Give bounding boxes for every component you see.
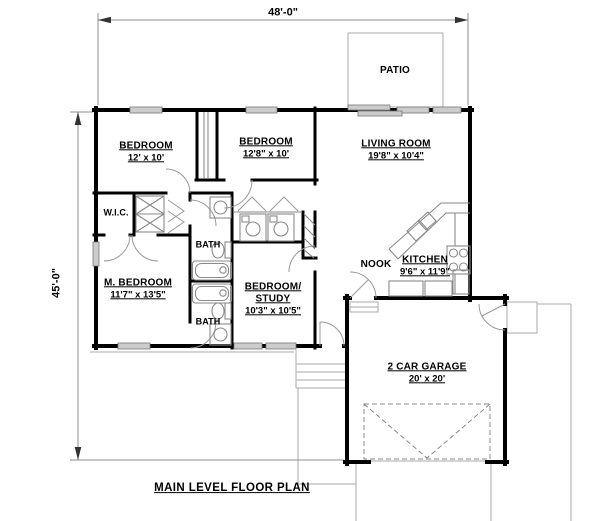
patio-slider-door — [357, 110, 403, 117]
dishwasher — [452, 269, 470, 295]
exterior-walls — [92, 106, 509, 466]
window — [265, 342, 297, 350]
bathtub — [191, 283, 233, 304]
base-cabinet — [424, 280, 453, 297]
door-arc — [349, 271, 377, 299]
washer — [239, 213, 267, 242]
window — [432, 106, 462, 114]
room-label-nook: NOOK — [360, 259, 392, 270]
door-arc — [165, 168, 191, 194]
bathtub — [191, 260, 233, 281]
dimension-top: 48'-0" — [268, 6, 298, 19]
room-label-bath-lower: BATH — [195, 316, 221, 327]
porch-steps — [295, 350, 346, 389]
dimension-lines — [70, 13, 469, 461]
closet-rod — [203, 112, 209, 178]
toilet-bowl — [211, 241, 225, 259]
door-arc — [189, 321, 217, 349]
door-arc — [131, 234, 159, 262]
garage-door — [363, 403, 491, 460]
stove — [446, 245, 471, 275]
dimension-arrows — [74, 16, 468, 460]
window — [396, 106, 430, 114]
site-lines — [90, 32, 572, 521]
toilet-tank — [224, 241, 232, 259]
room-label-bedroom2: BEDROOM 12'8" x 10' — [239, 136, 293, 160]
bifold-door — [167, 199, 185, 234]
door-arc — [189, 199, 217, 227]
windows — [92, 104, 462, 350]
window — [129, 106, 163, 114]
window — [117, 342, 151, 350]
front-door-arc — [319, 321, 345, 347]
kitchen-sink — [406, 211, 437, 242]
room-label-living-room: LIVING ROOM 19'8" x 10'4" — [361, 138, 431, 162]
room-label-patio: PATIO — [379, 65, 411, 76]
patio-slider-door — [347, 104, 391, 111]
room-label-master-bedroom: M. BEDROOM 11'7" x 13'5" — [103, 277, 173, 301]
toilet-bowl — [211, 302, 225, 320]
interior-walls — [92, 106, 319, 350]
window — [245, 106, 278, 114]
bath-sink — [209, 323, 232, 346]
room-label-bedroom-study: BEDROOM/ STUDY 10'3" x 10'5" — [244, 281, 302, 317]
room-label-bath-upper: BATH — [195, 239, 221, 250]
room-label-bedroom1: BEDROOM 12' x 10' — [119, 140, 173, 164]
side-walk — [537, 303, 572, 521]
kitchen-counter — [388, 202, 470, 260]
door-arc — [288, 245, 316, 273]
window — [233, 342, 263, 350]
walls — [92, 106, 509, 466]
side-stoop — [506, 301, 538, 334]
door-arc — [103, 234, 131, 262]
bifold-door — [237, 196, 299, 212]
window — [92, 241, 100, 267]
door-arc — [223, 179, 253, 209]
toilet-tank — [224, 302, 232, 320]
room-label-kitchen: KITCHEN 9'6" x 11'9" — [400, 254, 450, 278]
dimension-left: 45'-0" — [50, 268, 63, 298]
driveway-edges — [355, 464, 492, 521]
room-label-garage: 2 CAR GARAGE 20' x 20' — [387, 361, 467, 385]
fixtures — [135, 112, 471, 346]
dryer — [267, 213, 295, 242]
room-label-wic: W.I.C. — [103, 207, 129, 218]
plan-title: MAIN LEVEL FLOOR PLAN — [154, 482, 310, 495]
base-cabinet — [388, 280, 424, 297]
patio-outline — [347, 32, 444, 108]
bath-sink — [209, 196, 232, 219]
door-swings — [103, 168, 506, 349]
garage-side-door-arc — [478, 303, 506, 331]
walkway — [297, 388, 356, 485]
pantry-hatch — [303, 213, 316, 259]
